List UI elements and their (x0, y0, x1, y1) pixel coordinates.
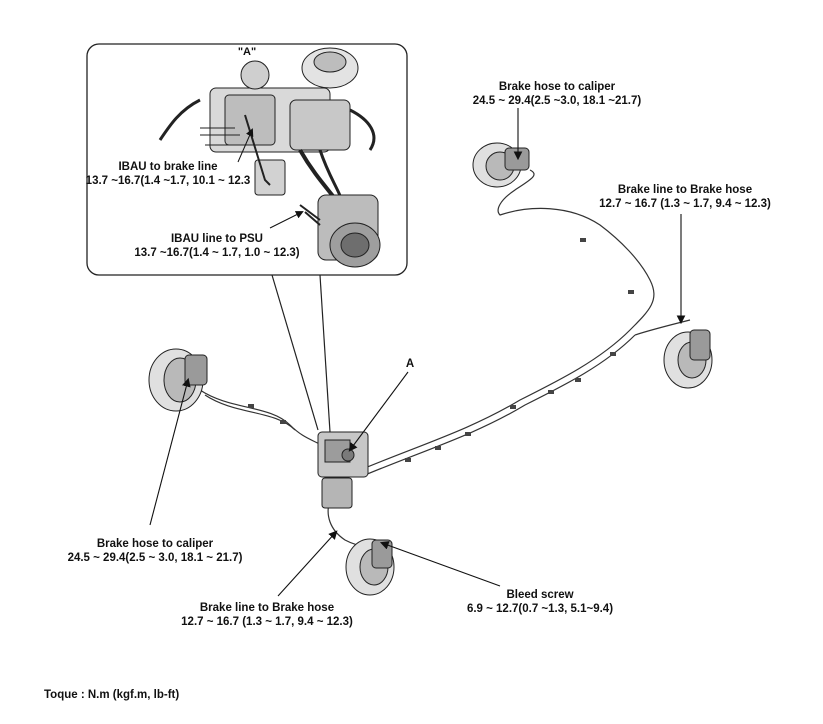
callout-leaders (149, 108, 686, 597)
callout-name: Brake hose to caliper (498, 81, 616, 93)
inset-callout-ibau-to-brake-line: IBAU to brake line 13.7 ~16.7(1.4 ~1.7, … (83, 160, 253, 188)
callout-rear-right-line-to-hose: Brake line to Brake hose 12.7 ~ 16.7 (1.… (585, 183, 785, 211)
abs-module (317, 431, 369, 509)
callout-name: Brake line to Brake hose (199, 602, 335, 614)
callout-name: IBAU line to PSU (170, 233, 263, 245)
callout-torque: 13.7 ~16.7(1.4 ~ 1.7, 1.0 ~ 12.3) (134, 247, 300, 259)
inset-callout-ibau-line-to-psu: IBAU line to PSU 13.7 ~16.7(1.4 ~ 1.7, 1… (112, 232, 322, 260)
callout-name: Bleed screw (506, 589, 574, 601)
line-clips (248, 238, 634, 462)
callout-name: Brake line to Brake hose (617, 184, 753, 196)
callout-rear-left-line-to-hose: Brake line to Brake hose 12.7 ~ 16.7 (1.… (157, 601, 377, 629)
callout-torque: 24.5 ~ 29.4(2.5 ~ 3.0, 18.1 ~ 21.7) (67, 552, 243, 564)
torque-units-note: Toque : N.m (kgf.m, lb-ft) (44, 689, 180, 701)
inset-title: "A" (237, 46, 257, 58)
front-right-brake (472, 142, 530, 188)
callout-bleed-screw: Bleed screw 6.9 ~ 12.7(0.7 ~1.3, 5.1~9.4… (440, 588, 640, 616)
callout-torque: 12.7 ~ 16.7 (1.3 ~ 1.7, 9.4 ~ 12.3) (599, 198, 771, 210)
callout-name: Brake hose to caliper (96, 538, 214, 550)
callout-torque: 13.7 ~16.7(1.4 ~1.7, 10.1 ~ 12.3 (85, 175, 251, 187)
inset-ibau-assembly (158, 47, 381, 268)
callout-front-right-hose-to-caliper: Brake hose to caliper 24.5 ~ 29.4(2.5 ~3… (447, 80, 667, 108)
front-left-brake (148, 348, 208, 412)
marker-a-label: A (405, 358, 415, 370)
rear-right-brake (663, 329, 713, 389)
callout-torque: 12.7 ~ 16.7 (1.3 ~ 1.7, 9.4 ~ 12.3) (181, 616, 353, 628)
callout-front-left-hose-to-caliper: Brake hose to caliper 24.5 ~ 29.4(2.5 ~ … (45, 537, 265, 565)
callout-torque: 24.5 ~ 29.4(2.5 ~3.0, 18.1 ~21.7) (472, 95, 642, 107)
rear-left-brake (345, 538, 395, 596)
callout-name: IBAU to brake line (118, 161, 218, 173)
callout-torque: 6.9 ~ 12.7(0.7 ~1.3, 5.1~9.4) (466, 603, 614, 615)
